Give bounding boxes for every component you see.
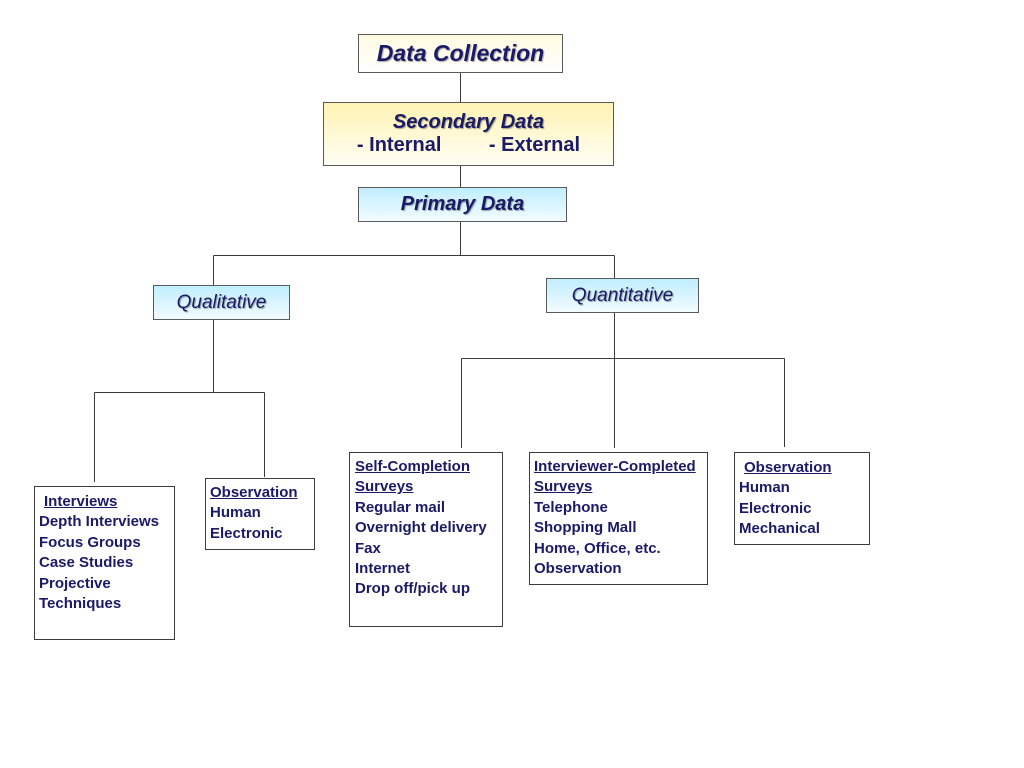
- list-item: Overnight delivery: [355, 519, 487, 537]
- list-item: Internet: [355, 560, 411, 578]
- self-completion-heading: Self-Completion Surveys: [355, 458, 470, 496]
- interviews-box: Interviews Depth Interviews Focus Groups…: [34, 486, 175, 640]
- qualitative-observation-box: Observation Human Electronic: [205, 478, 315, 550]
- list-item: Drop off/pick up: [355, 580, 470, 598]
- quantitative-node: Quantitative: [546, 278, 699, 313]
- list-item: Projective Techniques: [39, 574, 122, 613]
- list-item: Telephone: [534, 498, 608, 516]
- primary-data-label: Primary Data: [400, 193, 525, 215]
- quantitative-observation-box: Observation Human Electronic Mechanical: [734, 452, 870, 545]
- list-item: Observation: [534, 560, 622, 578]
- list-item: Shopping Mall: [534, 519, 637, 537]
- interviewer-completed-box: Interviewer-Completed Surveys Telephone …: [529, 452, 708, 585]
- secondary-external-label: - External: [488, 134, 581, 156]
- list-item: Electronic: [210, 524, 283, 542]
- qualitative-observation-heading: Observation: [210, 484, 298, 501]
- list-item: Fax: [355, 539, 381, 557]
- quantitative-observation-heading: Observation: [744, 459, 832, 476]
- quantitative-label: Quantitative: [571, 285, 674, 306]
- qualitative-label: Qualitative: [176, 292, 267, 313]
- data-collection-node: Data Collection: [358, 34, 563, 73]
- secondary-internal-label: - Internal: [356, 134, 442, 156]
- list-item: Human: [739, 479, 790, 497]
- secondary-data-label: Secondary Data: [392, 111, 545, 133]
- data-collection-label: Data Collection: [376, 40, 545, 66]
- primary-data-node: Primary Data: [358, 187, 567, 222]
- list-item: Electronic: [739, 499, 812, 517]
- list-item: Mechanical: [739, 520, 820, 538]
- secondary-data-sources: - Internal - External: [324, 134, 613, 157]
- interviews-heading: Interviews: [44, 493, 118, 510]
- list-item: Case Studies: [39, 554, 134, 572]
- list-item: Regular mail: [355, 498, 446, 516]
- list-item: Focus Groups: [39, 533, 141, 551]
- list-item: Depth Interviews: [39, 513, 160, 531]
- interviewer-completed-heading: Interviewer-Completed Surveys: [534, 458, 696, 496]
- list-item: Human: [210, 504, 261, 522]
- list-item: Home, Office, etc.: [534, 539, 661, 557]
- self-completion-box: Self-Completion Surveys Regular mail Ove…: [349, 452, 503, 627]
- secondary-data-node: Secondary Data - Internal - External: [323, 102, 614, 166]
- qualitative-node: Qualitative: [153, 285, 290, 320]
